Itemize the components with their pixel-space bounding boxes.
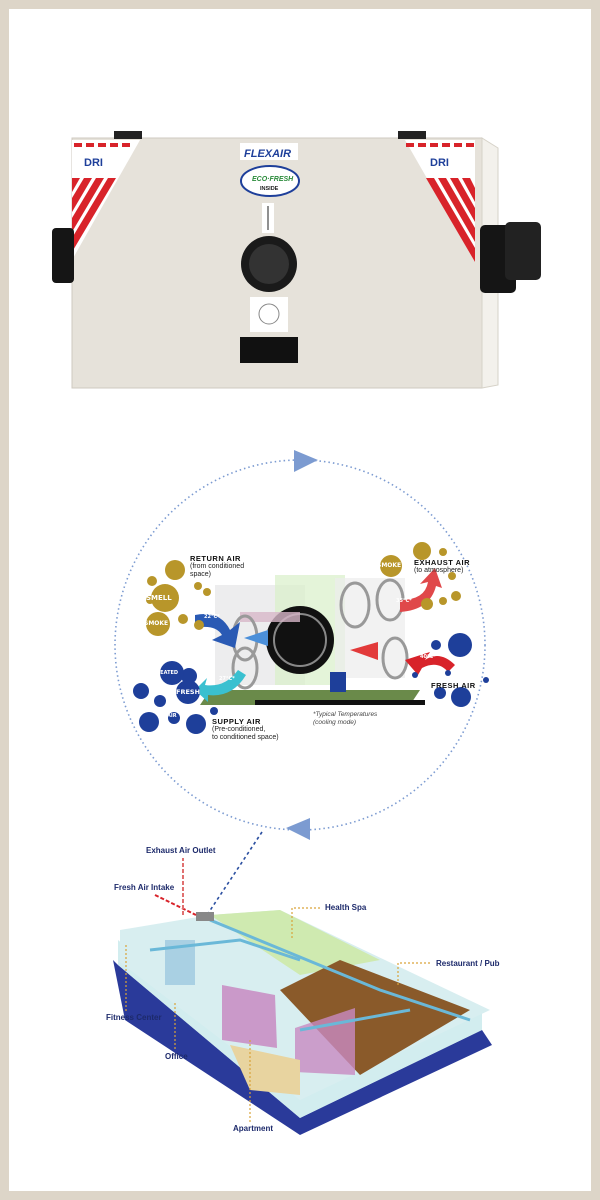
fresh-air-label: FRESH AIR: [431, 681, 476, 690]
exhaust-air-outlet-label: Exhaust Air Outlet: [146, 846, 216, 855]
brand-logo-left: DRI: [84, 157, 103, 169]
supply-air-temp: 27°C*: [219, 676, 235, 682]
fresh-bubble-label: FRESH: [176, 688, 201, 696]
typical-temperatures-note: *Typical Temperatures (cooling mode): [313, 711, 378, 726]
air-bubble-label: AIR: [167, 713, 177, 719]
apartment-label: Apartment: [233, 1124, 274, 1133]
fresh-air-intake-label: Fresh Air Intake: [114, 883, 175, 892]
supply-air-label: SUPPLY AIR (Pre-conditioned, to conditio…: [212, 717, 279, 742]
erv-unit-photo: DRI DRI FLEXAIR ECO·FRESH INSIDE: [52, 123, 548, 398]
heated-bubble-label: HEATED: [156, 670, 179, 676]
return-air-temp: 22°C*: [204, 614, 220, 620]
restaurant-pub-label: Restaurant / Pub: [436, 959, 500, 968]
fitness-center-label: Fitness Center: [106, 1013, 162, 1022]
smell-bubble-label: SMELL: [146, 594, 172, 602]
smoke-bubble-label-right: SMOKE: [377, 562, 402, 569]
svg-text:INSIDE: INSIDE: [260, 186, 279, 192]
eco-fresh-badge: ECO·FRESH: [252, 176, 294, 183]
brand-logo-right: DRI: [430, 157, 449, 169]
flexair-logo: FLEXAIR: [244, 148, 291, 160]
office-label: Office: [165, 1052, 188, 1061]
return-air-label: RETURN AIR (from conditioned space): [190, 554, 245, 579]
exhaust-air-label: EXHAUST AIR (to atmosphere): [414, 558, 471, 575]
health-spa-label: Health Spa: [325, 903, 367, 912]
exhaust-air-temp: 35°C*: [396, 598, 412, 604]
fresh-air-temp: 40°C*: [420, 654, 436, 660]
smoke-bubble-label-left: SMOKE: [144, 620, 169, 627]
